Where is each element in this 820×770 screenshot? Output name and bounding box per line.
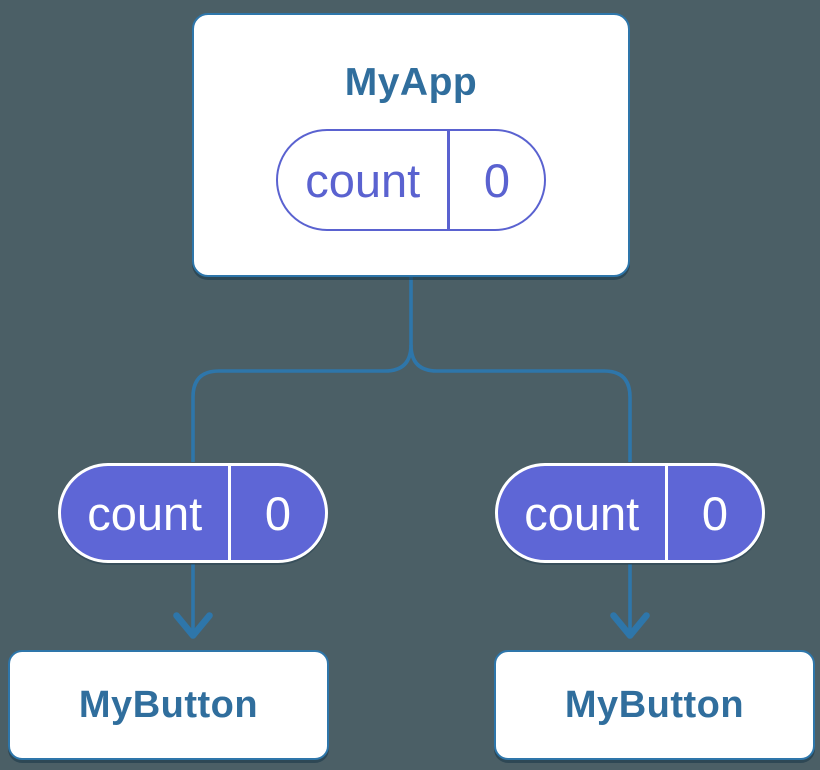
pill-divider (447, 131, 450, 229)
fork-right-connector-line (409, 344, 632, 462)
prop-pill-right: count 0 (495, 463, 765, 563)
component-title-mybutton: MyButton (564, 683, 745, 726)
prop-value-label: 0 (701, 486, 729, 540)
component-title-myapp: MyApp (344, 61, 478, 104)
state-value-label: 0 (483, 153, 511, 207)
left-arrow-head (173, 612, 213, 639)
component-card-mybutton-right: MyButton (494, 650, 815, 760)
state-pill-myapp: count 0 (276, 129, 546, 231)
prop-name-label: count (87, 486, 203, 540)
prop-value-label: 0 (264, 486, 292, 540)
component-title-mybutton: MyButton (78, 683, 259, 726)
pill-divider (228, 466, 231, 560)
prop-pill-left: count 0 (58, 463, 328, 563)
pill-divider (665, 466, 668, 560)
state-name-label: count (305, 153, 421, 207)
component-card-mybutton-left: MyButton (8, 650, 329, 760)
fork-left-connector-line (191, 344, 413, 462)
component-card-myapp: MyApp count 0 (192, 13, 630, 277)
right-arrow-head (610, 612, 650, 639)
prop-name-label: count (524, 486, 640, 540)
